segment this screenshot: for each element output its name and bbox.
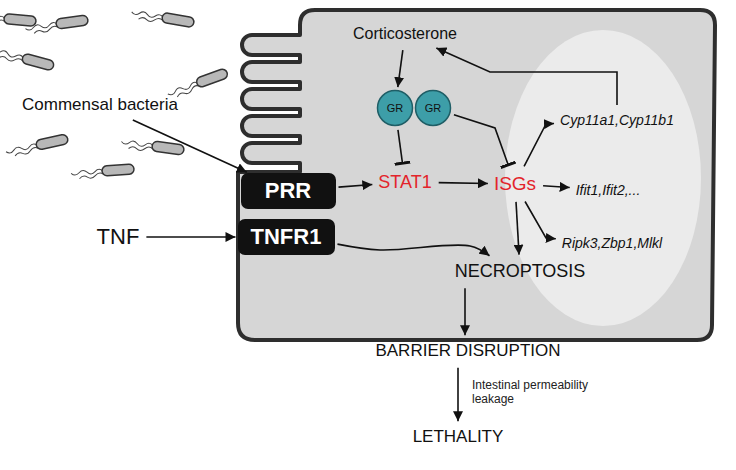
arrow-connector [464, 288, 466, 335]
node-text: Corticosterone [353, 25, 457, 43]
gene-label: Ripk3,Zbp1,Mlkl [558, 231, 666, 255]
bacterium [0, 11, 36, 28]
node-text: Ifit1,Ifit2,... [576, 182, 641, 198]
arrow-connector [457, 368, 459, 421]
bacterium-body [102, 164, 135, 176]
flagellum [34, 26, 58, 34]
receptor-box: PRR [241, 173, 336, 209]
node-text: STAT1 [378, 172, 431, 193]
bacterium [166, 68, 229, 100]
text-node: Commensal bacteria [18, 91, 182, 119]
bacterium-body [151, 141, 184, 155]
node-text: TNF [97, 224, 140, 249]
arrow-connector [398, 50, 403, 87]
text-node: LETHALITY [409, 423, 508, 451]
circle-shape [416, 91, 451, 126]
gene-label: Ifit1,Ifit2,... [572, 178, 645, 202]
arrow-connector [525, 202, 556, 239]
flagellum [139, 15, 163, 24]
arrow-connector [146, 236, 235, 238]
bacterium [0, 45, 55, 72]
node-text: PRR [265, 178, 311, 203]
node-text: LETHALITY [413, 427, 504, 447]
inhibition-line [454, 115, 508, 166]
bacterium [131, 7, 195, 29]
receptor-circle: GR [376, 89, 414, 127]
node-text: Cyp11a1,Cyp11b1 [560, 112, 674, 128]
node-text: BARRIER DISRUPTION [375, 341, 560, 361]
node-text: NECROPTOSIS [455, 261, 586, 282]
receptor-box: TNFR1 [238, 219, 335, 255]
circle-shape [378, 91, 413, 126]
node-text: ISGs [494, 173, 536, 195]
node-text: Commensal bacteria [22, 95, 178, 115]
node-text: TNFR1 [251, 224, 322, 249]
arrow-connector [436, 48, 617, 105]
flagellum [0, 48, 24, 60]
flagellum [129, 144, 153, 152]
flagellum [176, 85, 200, 98]
bacterium-body [161, 12, 194, 27]
arrow-connector [439, 182, 488, 184]
node-text: GR [387, 102, 404, 115]
flagellum [79, 173, 103, 179]
bacterium-body [35, 134, 68, 150]
arrow-connector [338, 185, 372, 188]
flagellum [167, 81, 198, 96]
text-node: STAT1 [374, 168, 435, 197]
bacteria-group [0, 7, 229, 180]
arrow-connector [516, 202, 519, 255]
gene-label: Cyp11a1,Cyp11b1 [556, 108, 678, 132]
text-node: BARRIER DISRUPTION [371, 337, 564, 365]
bacterium-body [55, 15, 88, 29]
cell-outline [238, 10, 715, 340]
node-text: GR [425, 102, 442, 115]
text-node: NECROPTOSIS [451, 257, 590, 286]
inhibition-line [398, 130, 403, 164]
bacterium-body [21, 53, 54, 71]
bacterium-body [4, 14, 37, 27]
flagellum [71, 169, 103, 175]
arrow-connector [524, 124, 554, 167]
arrow-connector [133, 120, 247, 172]
bacterium [5, 134, 69, 158]
flagellum [14, 147, 38, 156]
arrow-connector [337, 244, 489, 256]
node-text: Ripk3,Zbp1,Mlkl [562, 235, 662, 251]
text-node: TNF [93, 220, 144, 253]
bacterium-body [195, 68, 228, 88]
text-node: Corticosterone [349, 21, 461, 47]
text-node: ISGs [490, 169, 540, 199]
arrow-connector [543, 186, 570, 188]
receptor-circle: GR [414, 89, 452, 127]
bacterium [71, 164, 135, 180]
flagellum [0, 54, 23, 65]
edge-label: Intestinal permeability leakage [472, 378, 612, 407]
